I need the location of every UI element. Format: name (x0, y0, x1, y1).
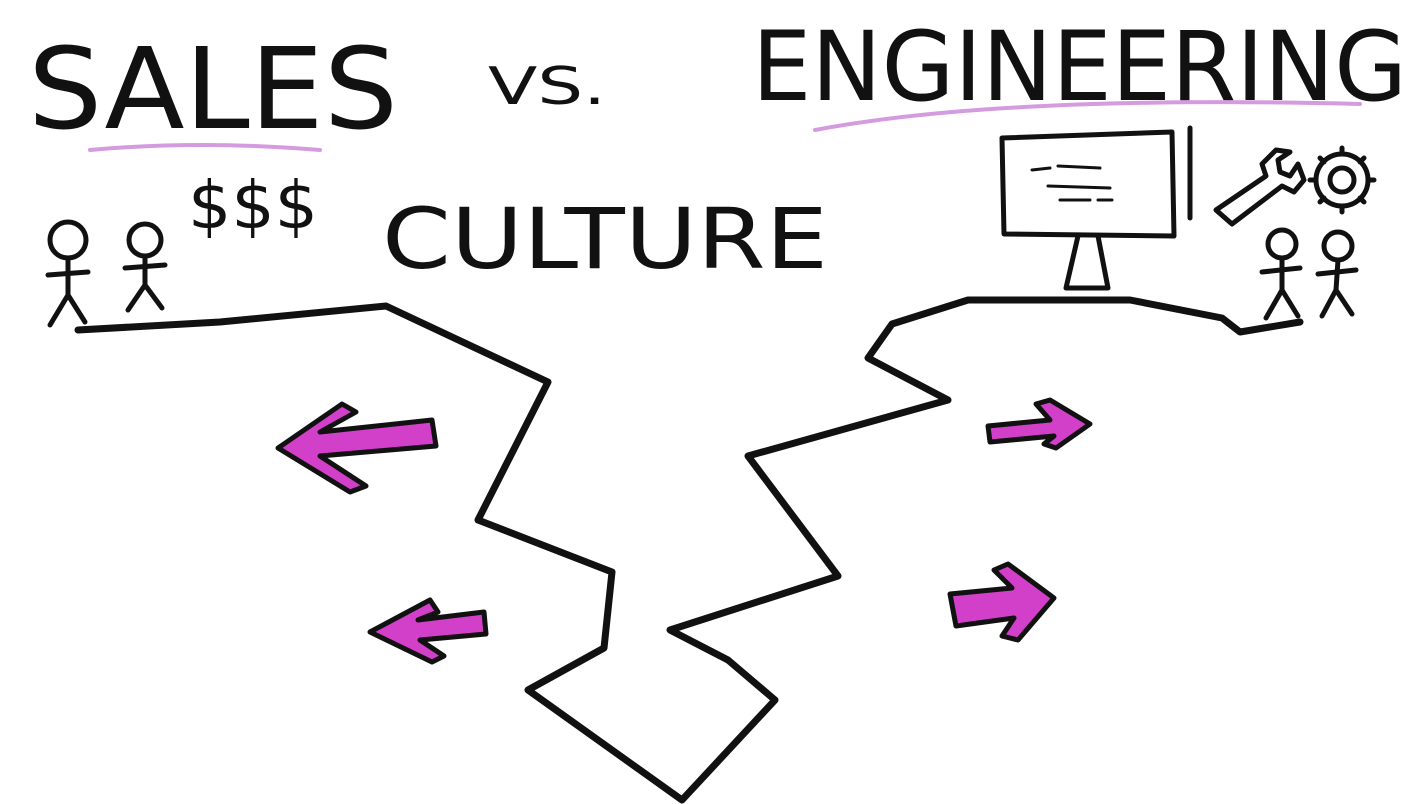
stick-figure (45, 219, 91, 328)
arrow-left-icon (367, 597, 489, 665)
arrow-right-icon (985, 397, 1093, 451)
title-vs: VS. (488, 57, 606, 117)
crack-icon (74, 296, 1304, 804)
left-stick-figures-icon (45, 219, 168, 328)
wrench-and-gear-icon (1213, 145, 1377, 227)
sales-underline (88, 143, 322, 152)
arrow-left-icon (275, 401, 439, 495)
arrow-right-icon (947, 561, 1057, 643)
engineering-underline (813, 100, 1362, 132)
stick-figure (1315, 229, 1359, 319)
money-label: $$$ (188, 167, 318, 244)
title-sales: SALES (28, 25, 398, 155)
stick-figure (122, 221, 168, 313)
subtitle-culture: CULTURE (382, 190, 828, 288)
presentation-board-icon (999, 125, 1193, 291)
stick-figure (1259, 227, 1303, 321)
right-stick-figures-icon (1259, 227, 1359, 321)
